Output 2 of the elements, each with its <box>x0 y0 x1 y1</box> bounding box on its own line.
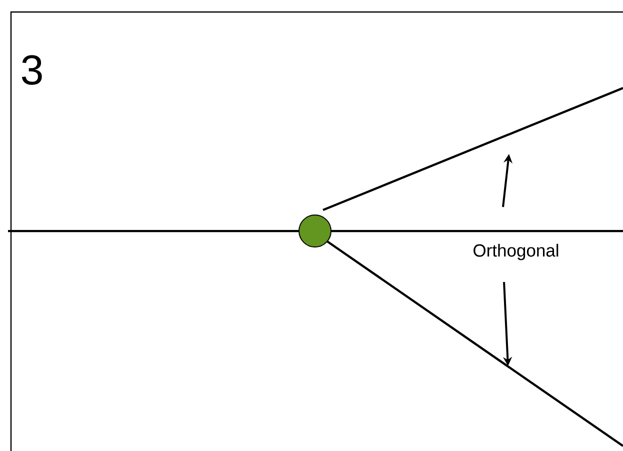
angle-label: Orthogonal <box>474 244 558 260</box>
panel-number: 3 <box>22 55 42 85</box>
